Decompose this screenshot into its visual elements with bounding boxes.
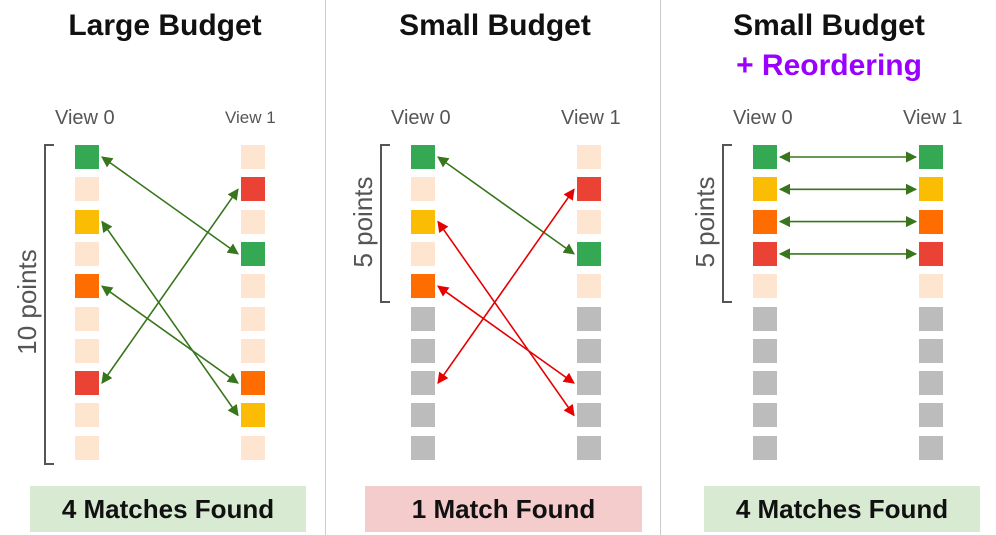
match-arrow [101, 285, 239, 384]
view-0-point-peach [75, 241, 99, 266]
mismatch-arrow [437, 220, 575, 417]
match-arrow [101, 188, 239, 385]
view-1-point-peach [241, 274, 265, 299]
view-1-point-yellow [919, 177, 943, 202]
view-1-point-peach [241, 306, 265, 331]
view-1-point-red [577, 177, 601, 202]
result-banner: 4 Matches Found [704, 486, 980, 532]
correspondence-arrows [437, 156, 575, 417]
view-0-point-peach [75, 177, 99, 202]
view-0-point-peach [75, 306, 99, 331]
view-1-point-peach [241, 338, 265, 363]
panel-divider [660, 0, 661, 535]
view-0-point-yellow [753, 177, 777, 202]
view-1-point-green [577, 241, 601, 266]
budget-bracket [44, 144, 54, 465]
view-0-point-peach [75, 338, 99, 363]
view-0-point-green [75, 145, 99, 169]
panel-divider [325, 0, 326, 535]
panel-title: Small Budget [733, 9, 925, 42]
match-arrow [101, 156, 239, 255]
view-1-point-gray [919, 306, 943, 331]
view-1-label: View 1 [225, 108, 276, 127]
mismatch-arrow [437, 285, 575, 384]
view-1-point-peach [241, 145, 265, 169]
view-1-point-orange [919, 209, 943, 234]
view-0-label: View 0 [55, 107, 115, 129]
view-1-point-yellow [241, 403, 265, 428]
view-0-point-orange [75, 274, 99, 299]
view-0-point-peach [753, 274, 777, 299]
view-0-point-gray [411, 306, 435, 331]
view-1-label: View 1 [903, 107, 963, 129]
view-1-point-orange [241, 371, 265, 396]
view-0-point-yellow [411, 209, 435, 234]
panel-title: Small Budget [399, 9, 591, 42]
view-1-point-gray [919, 371, 943, 396]
view-0-point-gray [411, 371, 435, 396]
view-0-point-gray [411, 435, 435, 460]
view-0-point-peach [75, 403, 99, 428]
view-0-label: View 0 [733, 107, 793, 129]
result-banner: 1 Match Found [365, 486, 642, 532]
view-1-point-peach [577, 209, 601, 234]
view-1-point-gray [577, 338, 601, 363]
view-0-point-gray [753, 435, 777, 460]
view-1-point-gray [577, 371, 601, 396]
view-0-point-gray [753, 306, 777, 331]
view-1-point-red [241, 177, 265, 202]
result-banner: 4 Matches Found [30, 486, 306, 532]
view-0-point-red [753, 241, 777, 266]
view-0-point-gray [753, 403, 777, 428]
view-1-point-peach [241, 209, 265, 234]
correspondence-arrows [101, 156, 239, 417]
view-1-point-peach [577, 145, 601, 169]
match-arrow [101, 220, 239, 417]
view-0-point-yellow [75, 209, 99, 234]
view-1-point-gray [577, 306, 601, 331]
view-0-point-peach [411, 241, 435, 266]
match-arrow [437, 156, 575, 255]
view-1-point-red [919, 241, 943, 266]
view-0-point-gray [753, 338, 777, 363]
panel-title: Large Budget [68, 9, 262, 42]
view-1-point-gray [577, 403, 601, 428]
view-1-label: View 1 [561, 107, 621, 129]
view-0-label: View 0 [391, 107, 451, 129]
view-0-point-green [753, 145, 777, 169]
view-1-point-gray [919, 338, 943, 363]
view-0-point-peach [75, 435, 99, 460]
view-0-point-gray [411, 338, 435, 363]
view-1-point-green [241, 241, 265, 266]
view-1-point-peach [577, 274, 601, 299]
view-0-point-gray [753, 371, 777, 396]
view-1-point-gray [919, 403, 943, 428]
view-1-point-gray [577, 435, 601, 460]
view-1-point-gray [919, 435, 943, 460]
view-0-point-red [75, 371, 99, 396]
view-0-point-orange [753, 209, 777, 234]
view-1-point-green [919, 145, 943, 169]
view-1-point-peach [241, 435, 265, 460]
view-0-point-green [411, 145, 435, 169]
mismatch-arrow [437, 188, 575, 385]
panel-subtitle: + Reordering [736, 49, 922, 82]
budget-bracket [380, 144, 390, 304]
view-0-point-peach [411, 177, 435, 202]
view-0-point-orange [411, 274, 435, 299]
view-1-point-peach [919, 274, 943, 299]
view-0-point-gray [411, 403, 435, 428]
correspondence-arrows [778, 151, 918, 260]
budget-bracket [722, 144, 732, 304]
